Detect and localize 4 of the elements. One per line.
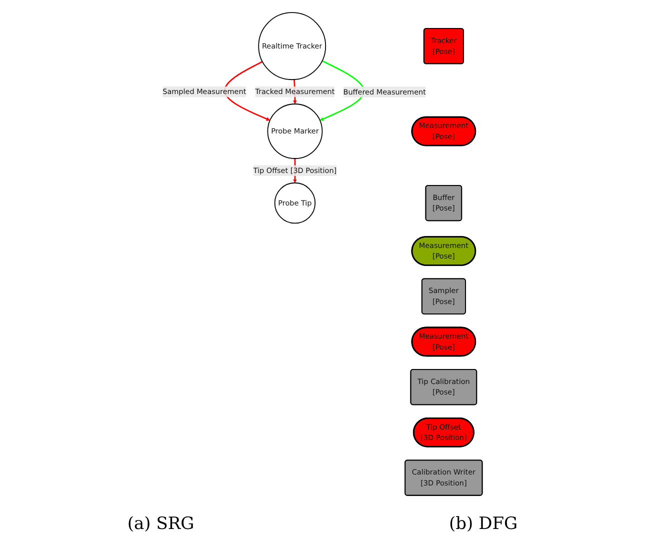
arrow xyxy=(224,60,270,121)
caption: (b) DFG xyxy=(449,514,518,534)
arrow xyxy=(320,60,365,121)
caption: (a) SRG xyxy=(127,514,194,534)
